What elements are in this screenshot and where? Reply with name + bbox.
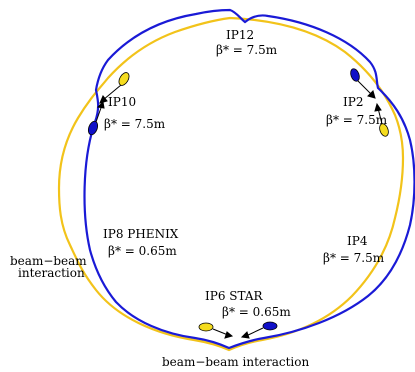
ip6-name: IP6 STAR: [205, 289, 263, 303]
ip4-name: IP4: [347, 234, 368, 248]
ip6-arrow-yellow: [212, 328, 229, 336]
beam-beam-bottom-label: beam−beam interaction: [162, 355, 309, 369]
ip10-blue-bunch: [87, 120, 99, 136]
ip6-yellow-bunch: [198, 322, 214, 332]
ip10-beta: β* = 7.5m: [104, 117, 166, 131]
ip2-beta: β* = 7.5m: [326, 113, 388, 127]
beam-beam-left-line2: interaction: [18, 266, 85, 280]
blue-ring: [83, 8, 415, 350]
ip10-yellow-bunch: [118, 72, 130, 86]
ip8-beta: β* = 0.65m: [108, 244, 177, 258]
ip2-arrow-yellow-head: [374, 102, 382, 112]
ip8-name: IP8 PHENIX: [103, 227, 179, 241]
ip6-arrow-blue: [245, 327, 264, 337]
ip2-blue-bunch: [350, 68, 360, 82]
ip2-arrow-blue-head: [367, 90, 376, 99]
ip6-arrow-yellow-head: [224, 331, 234, 339]
ip10-arrow-yellow: [102, 84, 122, 101]
beam-beam-left-line1: beam−beam: [10, 254, 87, 268]
ip10-name: IP10: [108, 95, 136, 109]
ip6-blue-bunch: [262, 321, 278, 331]
ip2-name: IP2: [343, 95, 363, 109]
ip4-beta: β* = 7.5m: [323, 251, 385, 265]
ip12-beta: β* = 7.5m: [216, 43, 278, 57]
ip10-arrow-blue-head: [96, 100, 105, 109]
yellow-ring: [57, 16, 405, 352]
ip6-arrow-blue-head: [240, 331, 250, 339]
ip12-name: IP12: [226, 28, 254, 42]
ip2-arrow-blue: [357, 80, 373, 96]
ip6-beta: β* = 0.65m: [222, 305, 291, 319]
